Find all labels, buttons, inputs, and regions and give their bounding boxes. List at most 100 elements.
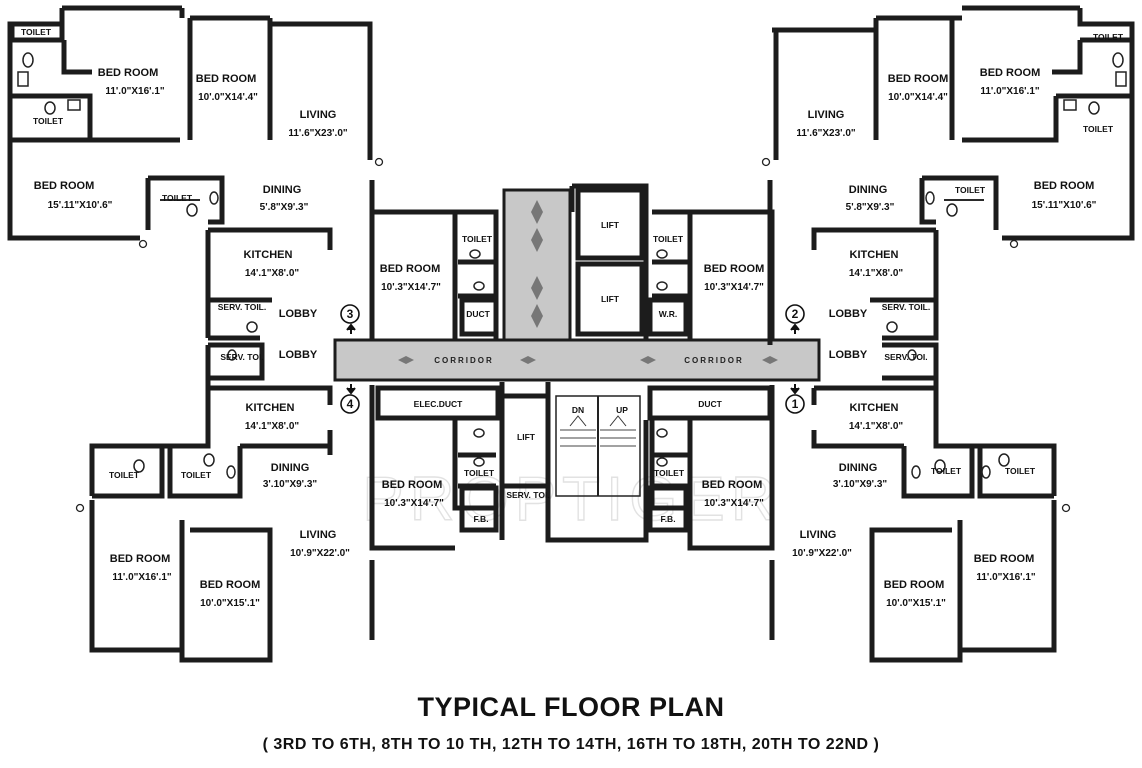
room-name: BED ROOM: [1034, 180, 1095, 192]
room-name: LIVING: [300, 109, 337, 121]
room-name: LIVING: [808, 109, 845, 121]
room-size: 10'.9"X22'.0": [290, 548, 350, 559]
room-size: 10'.3"X14'.7": [704, 498, 764, 509]
room-size: 11'.6"X23'.0": [796, 128, 856, 139]
room-label: TOILET: [1093, 32, 1124, 42]
room-size: 10'.0"X15'.1": [886, 598, 946, 609]
fire-box-label: F.B.: [473, 514, 488, 524]
corridor-label-right: CORRIDOR: [684, 356, 744, 365]
room-label: SERV. TOIL.: [218, 302, 267, 312]
room-name: BED ROOM: [110, 553, 171, 565]
wall-markers: [75, 157, 1071, 513]
room-size: 14'.1"X8'.0": [245, 421, 300, 432]
room-name: BED ROOM: [888, 73, 949, 85]
room-label: TOILET: [462, 234, 493, 244]
room-size: 10'.0"X15'.1": [200, 598, 260, 609]
room-name: LIVING: [800, 529, 837, 541]
room-size: 14'.1"X8'.0": [849, 268, 904, 279]
room-name: BED ROOM: [704, 263, 765, 275]
room-size: 3'.10"X9'.3": [833, 479, 888, 490]
room-size: 11'.0"X16'.1": [112, 572, 172, 583]
room-name: KITCHEN: [244, 249, 293, 261]
room-size: 15'.11"X10'.6": [48, 200, 113, 211]
room-size: 11'.0"X16'.1": [976, 572, 1036, 583]
room-name: KITCHEN: [850, 402, 899, 414]
room-name: DINING: [839, 462, 878, 474]
svg-text:4: 4: [347, 397, 354, 411]
elec-duct-label: ELEC.DUCT: [414, 399, 463, 409]
lift-label: LIFT: [601, 294, 620, 304]
room-name: KITCHEN: [246, 402, 295, 414]
room-name: BED ROOM: [34, 180, 95, 192]
room-name: KITCHEN: [850, 249, 899, 261]
serv-toilet-label: SERV. TOI.: [506, 490, 549, 500]
room-size: 14'.1"X8'.0": [245, 268, 300, 279]
room-label: TOILET: [1083, 124, 1114, 134]
room-label: SERV. TOI.: [884, 352, 927, 362]
room-size: 11'.0"X16'.1": [105, 86, 165, 97]
stairs: [555, 395, 641, 497]
floor-plan-drawing: PROPTIGER TOILET TOILET TOILET BED ROOM …: [7, 5, 1135, 663]
stair-down-label: DN: [572, 405, 584, 415]
duct-label: DUCT: [698, 399, 722, 409]
stair-up-label: UP: [616, 405, 628, 415]
room-name: BED ROOM: [382, 479, 443, 491]
entry-marker-2: 2: [785, 304, 805, 334]
room-size: 10'.0"X14'.4": [888, 92, 948, 103]
duct-label: DUCT: [466, 309, 490, 319]
room-label: TOILET: [464, 468, 495, 478]
lift-label: LIFT: [517, 432, 536, 442]
lift-label: LIFT: [601, 220, 620, 230]
room-name: BED ROOM: [200, 579, 261, 591]
room-size: 10'.9"X22'.0": [792, 548, 852, 559]
room-size: 15'.11"X10'.6": [1032, 200, 1097, 211]
room-label: TOILET: [955, 185, 986, 195]
room-name: LOBBY: [829, 308, 868, 320]
entry-marker-1: 1: [785, 384, 805, 414]
svg-text:1: 1: [792, 397, 799, 411]
apartment-top-left: TOILET TOILET TOILET BED ROOM 11'.0"X16'…: [7, 5, 375, 345]
svg-text:2: 2: [792, 307, 799, 321]
svg-text:3: 3: [347, 307, 354, 321]
apartment-bottom-right: SERV. TOI. LOBBY KITCHEN 14'.1"X8'.0" TO…: [769, 342, 1057, 663]
room-size: 11'.0"X16'.1": [980, 86, 1040, 97]
room-label: TOILET: [162, 193, 193, 203]
room-name: LOBBY: [279, 308, 318, 320]
fire-box-label: F.B.: [660, 514, 675, 524]
room-name: LIVING: [300, 529, 337, 541]
corridor-label-left: CORRIDOR: [434, 356, 494, 365]
room-label: TOILET: [109, 470, 140, 480]
room-name: LOBBY: [279, 349, 318, 361]
plan-subtitle: ( 3RD TO 6TH, 8TH TO 10 TH, 12TH TO 14TH…: [262, 736, 880, 753]
room-size: 10'.3"X14'.7": [384, 498, 444, 509]
room-name: LOBBY: [829, 349, 868, 361]
apartment-bottom-left: SERV. TOI. LOBBY KITCHEN 14'.1"X8'.0" TO…: [89, 342, 375, 663]
room-label: TOILET: [654, 468, 685, 478]
room-label: TOILET: [181, 470, 212, 480]
room-size: 14'.1"X8'.0": [849, 421, 904, 432]
room-size: 5'.8"X9'.3": [260, 202, 309, 213]
entry-marker-4: 4: [340, 384, 360, 414]
room-label: TOILET: [33, 116, 64, 126]
watermark: PROPTIGER: [362, 465, 781, 534]
room-label: SERV. TOIL.: [882, 302, 931, 312]
room-name: BED ROOM: [974, 553, 1035, 565]
room-label: TOILET: [21, 27, 52, 37]
plan-title: TYPICAL FLOOR PLAN: [417, 692, 725, 722]
room-name: BED ROOM: [196, 73, 257, 85]
wr-label: W.R.: [659, 309, 677, 319]
room-name: DINING: [849, 184, 888, 196]
room-label: SERV. TOI.: [220, 352, 263, 362]
room-size: 10'.3"X14'.7": [704, 282, 764, 293]
room-size: 10'.0"X14'.4": [198, 92, 258, 103]
room-label: TOILET: [653, 234, 684, 244]
room-label: TOILET: [1005, 466, 1036, 476]
room-size: 5'.8"X9'.3": [846, 202, 895, 213]
room-name: BED ROOM: [980, 67, 1041, 79]
room-name: BED ROOM: [380, 263, 441, 275]
central-core: CORRIDOR CORRIDOR LIFT LIFT DUCT W.R. DN…: [333, 183, 821, 543]
room-label: TOILET: [931, 466, 962, 476]
room-size: 11'.6"X23'.0": [288, 128, 348, 139]
room-size: 10'.3"X14'.7": [381, 282, 441, 293]
room-name: BED ROOM: [884, 579, 945, 591]
